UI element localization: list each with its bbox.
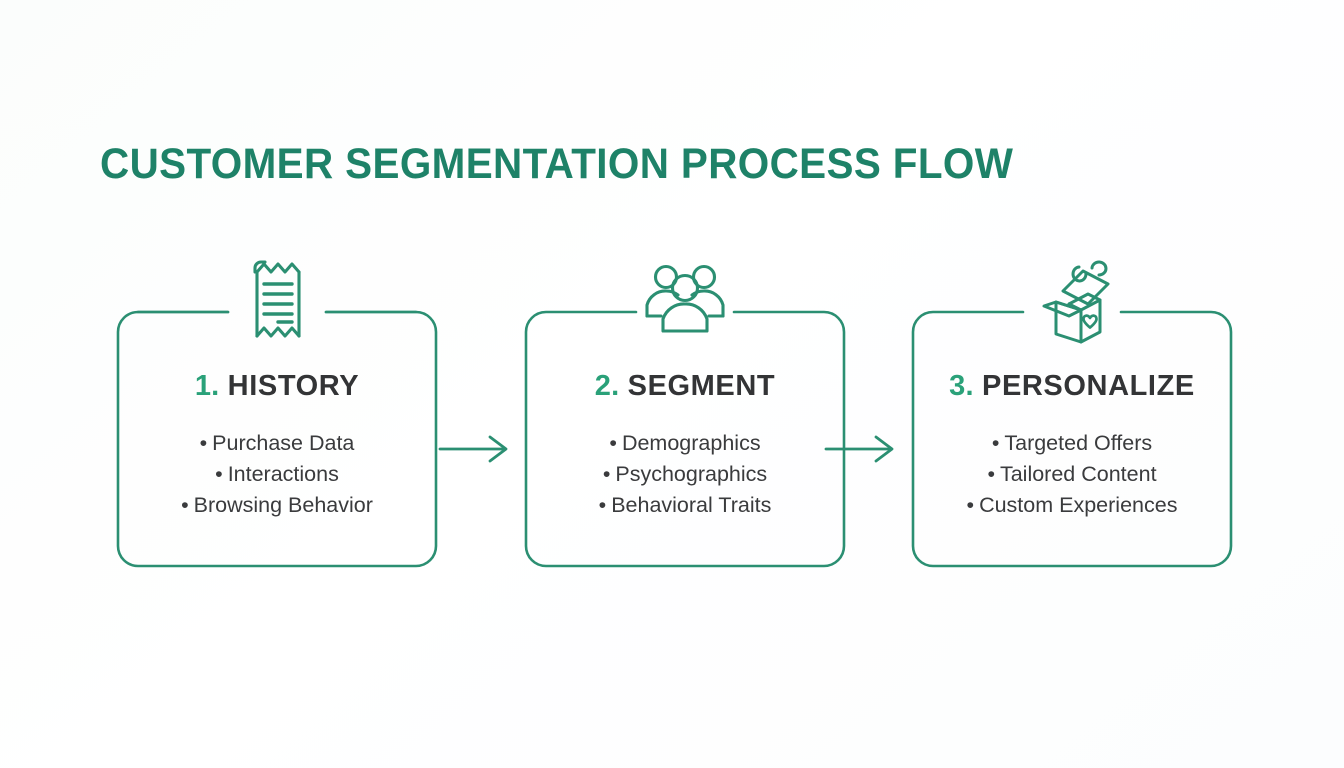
list-item-label: Demographics bbox=[621, 431, 761, 455]
list-item-label: Purchase Data bbox=[212, 431, 355, 455]
list-item: •Purchase Data bbox=[116, 428, 438, 459]
gift-box-heart-icon bbox=[1026, 258, 1118, 344]
list-item-label: Psychographics bbox=[615, 462, 768, 486]
bullet-glyph: • bbox=[987, 462, 995, 486]
card-number-1: 1. bbox=[194, 370, 220, 402]
bullet-glyph: • bbox=[598, 493, 607, 517]
flow-step-card-3[interactable]: 3. PERSONALIZE •Targeted Offers •Tailore… bbox=[911, 260, 1233, 568]
people-group-icon bbox=[639, 258, 731, 344]
card-heading-1: 1. HISTORY bbox=[116, 370, 438, 403]
arrow-step1-to-step2 bbox=[438, 434, 516, 464]
list-item-label: Targeted Offers bbox=[1004, 431, 1153, 455]
list-item-label: Interactions bbox=[227, 462, 339, 486]
bullet-glyph: • bbox=[966, 493, 975, 517]
list-item-label: Custom Experiences bbox=[979, 493, 1178, 517]
flow-step-card-2[interactable]: 2. SEGMENT •Demographics •Psychographics… bbox=[524, 264, 846, 568]
card-label-1: HISTORY bbox=[227, 370, 360, 402]
card-bullet-list-2: •Demographics •Psychographics •Behaviora… bbox=[524, 428, 846, 521]
bullet-glyph: • bbox=[215, 462, 223, 486]
card-heading-3: 3. PERSONALIZE bbox=[911, 370, 1233, 403]
list-item-label: Browsing Behavior bbox=[193, 493, 373, 517]
card-label-3: PERSONALIZE bbox=[982, 370, 1195, 402]
card-bullet-list-1: •Purchase Data •Interactions •Browsing B… bbox=[116, 428, 438, 521]
card-number-2: 2. bbox=[594, 370, 620, 402]
bullet-glyph: • bbox=[199, 431, 208, 455]
flow-step-card-1[interactable]: 1. HISTORY •Purchase Data •Interactions … bbox=[116, 260, 438, 568]
list-item-label: Tailored Content bbox=[999, 462, 1157, 486]
bullet-glyph: • bbox=[991, 431, 1000, 455]
list-item: •Browsing Behavior bbox=[116, 490, 438, 521]
list-item: •Tailored Content bbox=[911, 459, 1233, 490]
card-bullet-list-3: •Targeted Offers •Tailored Content •Cust… bbox=[911, 428, 1233, 521]
card-number-3: 3. bbox=[949, 370, 974, 402]
card-label-2: SEGMENT bbox=[627, 370, 776, 402]
bullet-glyph: • bbox=[609, 431, 617, 455]
page-title: CUSTOMER SEGMENTATION PROCESS FLOW bbox=[100, 140, 1014, 188]
receipt-icon bbox=[231, 258, 323, 344]
list-item: •Interactions bbox=[116, 459, 438, 490]
bullet-glyph: • bbox=[602, 462, 611, 486]
arrow-step2-to-step3 bbox=[824, 434, 902, 464]
list-item: •Psychographics bbox=[524, 459, 846, 490]
list-item: •Demographics bbox=[524, 428, 846, 459]
bullet-glyph: • bbox=[181, 493, 189, 517]
card-heading-2: 2. SEGMENT bbox=[524, 370, 846, 403]
list-item-label: Behavioral Traits bbox=[611, 493, 772, 517]
list-item: •Targeted Offers bbox=[911, 428, 1233, 459]
list-item: •Behavioral Traits bbox=[524, 490, 846, 521]
list-item: •Custom Experiences bbox=[911, 490, 1233, 521]
